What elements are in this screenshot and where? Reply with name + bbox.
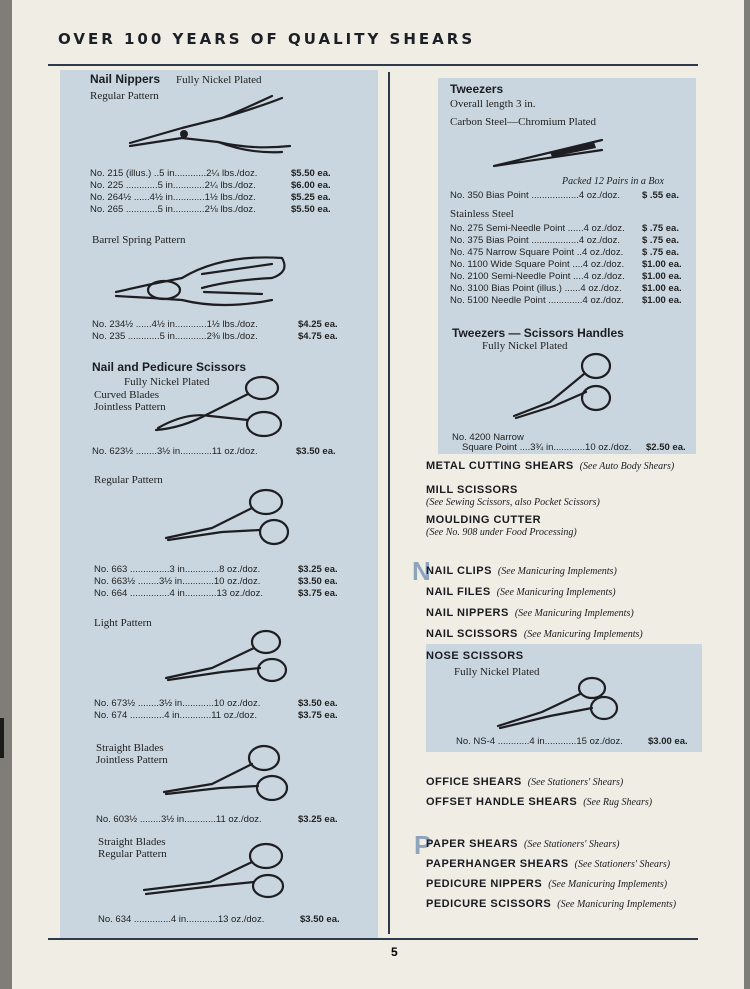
category-see-row: (See Sewing Scissors, also Pocket Scisso…: [426, 497, 600, 508]
straight-jointless-scissors-illustration: [162, 744, 289, 802]
table-row: No. 375 Bias Point ..................4 o…: [450, 235, 679, 246]
tweezers-title: Tweezers: [450, 82, 504, 96]
tweezers-handles-title: Tweezers — Scissors Handles: [452, 326, 624, 340]
tweezers-illustration: [492, 138, 604, 168]
category-row: METAL CUTTING SHEARS(See Auto Body Shear…: [426, 460, 675, 472]
dropcap-n: N: [412, 556, 431, 586]
straight-blades-label: Straight Blades: [96, 742, 164, 754]
light-scissors-illustration: [164, 629, 288, 683]
category-see-row: (See No. 908 under Food Processing): [426, 527, 577, 538]
table-row: No. 674 .............4 in............11 …: [94, 710, 338, 721]
table-row: No. 5100 Needle Point .............4 oz.…: [450, 295, 682, 306]
tweezers-length: Overall length 3 in.: [450, 98, 536, 110]
category-row: PEDICURE SCISSORS(See Manicuring Impleme…: [426, 898, 677, 910]
category-row: NAIL CLIPS(See Manicuring Implements): [426, 565, 617, 577]
category-row: PAPER SHEARS(See Stationers' Shears): [426, 838, 620, 850]
jointless-pattern-label: Jointless Pattern: [94, 401, 166, 413]
table-row: No. 4200 Narrow: [452, 432, 524, 443]
table-row: No. 264½ ......4½ in............1½ lbs./…: [90, 192, 331, 203]
catalog-page: OVER 100 YEARS OF QUALITY SHEARS Nail Ni…: [12, 0, 744, 989]
table-row: No. 663½ ........3½ in............10 oz.…: [94, 576, 338, 587]
category-row: OFFICE SHEARS(See Stationers' Shears): [426, 776, 624, 788]
category-row: NAIL NIPPERS(See Manicuring Implements): [426, 607, 634, 619]
category-row: OFFSET HANDLE SHEARS(See Rug Shears): [426, 796, 653, 808]
stainless-steel-label: Stainless Steel: [450, 208, 514, 220]
regular-pattern-label-2: Regular Pattern: [94, 474, 163, 486]
tweezers-panel: [438, 78, 696, 454]
page-header: OVER 100 YEARS OF QUALITY SHEARS: [58, 30, 476, 48]
table-row: No. 2100 Semi-Needle Point ....4 oz./doz…: [450, 271, 682, 282]
straight-blades-label-2: Straight Blades: [98, 836, 166, 848]
table-row: No. 1100 Wide Square Point ....4 oz./doz…: [450, 259, 682, 270]
header-rule: [48, 64, 698, 66]
table-row: No. 664 ...............4 in............1…: [94, 588, 338, 599]
footer-rule: [48, 938, 698, 940]
nose-scissors-subtitle: Fully Nickel Plated: [454, 666, 540, 678]
dropcap-p: P: [414, 830, 432, 860]
packed-note: Packed 12 Pairs in a Box: [562, 176, 664, 187]
table-row: No. 3100 Bias Point (illus.) ......4 oz.…: [450, 283, 682, 294]
table-row: No. 275 Semi-Needle Point ......4 oz./do…: [450, 223, 679, 234]
table-row: No. 603½ ........3½ in............11 oz.…: [96, 814, 338, 825]
curved-blades-label: Curved Blades: [94, 389, 160, 401]
category-row: MILL SCISSORS: [426, 484, 518, 496]
tweezers-handles-subtitle: Fully Nickel Plated: [482, 340, 568, 352]
category-row: PEDICURE NIPPERS(See Manicuring Implemen…: [426, 878, 668, 890]
straight-regular-label: Regular Pattern: [98, 848, 167, 860]
nail-nippers-title: Nail Nippers: [90, 72, 161, 86]
barrel-spring-nipper-illustration: [114, 256, 286, 307]
light-pattern-label: Light Pattern: [94, 617, 152, 629]
category-row: NAIL FILES(See Manicuring Implements): [426, 586, 616, 598]
table-row: No. 225 ............5 in............2¼ l…: [90, 180, 331, 191]
column-divider: [388, 72, 390, 934]
regular-scissors-illustration: [164, 488, 290, 546]
page-spine-edge: [0, 718, 4, 758]
table-row: Square Point ....3¾ in............10 oz.…: [462, 442, 686, 453]
table-row: No. 235 ............5 in............2⅜ l…: [92, 331, 338, 342]
category-row: MOULDING CUTTER: [426, 514, 542, 526]
table-row: No. 234½ ......4½ in............1½ lbs./…: [92, 319, 338, 330]
barrel-spring-label: Barrel Spring Pattern: [92, 234, 186, 246]
left-panel: [60, 70, 378, 938]
table-row: No. 663 ...............3 in.............…: [94, 564, 338, 575]
tweezers-material: Carbon Steel—Chromium Plated: [450, 116, 597, 128]
table-row: No. 475 Narrow Square Point ..4 oz./doz.…: [450, 247, 679, 258]
category-row: PAPERHANGER SHEARS(See Stationers' Shear…: [426, 858, 671, 870]
nail-pedicure-title: Nail and Pedicure Scissors: [92, 360, 247, 374]
table-row: No. 634 ..............4 in............13…: [98, 914, 340, 925]
table-row: No. NS-4 ............4 in............15 …: [456, 736, 688, 747]
nose-scissors-panel: [426, 644, 702, 752]
straight-regular-scissors-illustration: [142, 842, 285, 899]
table-row: No. 623½ ........3½ in............11 oz.…: [92, 446, 336, 457]
category-row: NAIL SCISSORS(See Manicuring Implements): [426, 628, 643, 640]
curved-scissors-illustration: [154, 375, 283, 438]
nose-scissors-title: NOSE SCISSORS: [426, 650, 524, 662]
table-row: No. 265 ............5 in............2⅛ l…: [90, 204, 331, 215]
table-row: No. 215 (illus.) ..5 in............2¼ lb…: [90, 168, 331, 179]
nose-scissors-illustration: [496, 676, 619, 730]
table-row: No. 350 Bias Point ..................4 o…: [450, 190, 679, 201]
nail-pedicure-subtitle: Fully Nickel Plated: [124, 376, 210, 388]
regular-pattern-label: Regular Pattern: [90, 90, 159, 102]
tweezers-handles-illustration: [512, 352, 612, 420]
page-number: 5: [391, 945, 398, 959]
nail-nipper-illustration: [128, 94, 292, 154]
straight-jointless-label: Jointless Pattern: [96, 754, 168, 766]
table-row: No. 673½ ........3½ in............10 oz.…: [94, 698, 338, 709]
nail-nippers-subtitle: Fully Nickel Plated: [176, 74, 262, 86]
